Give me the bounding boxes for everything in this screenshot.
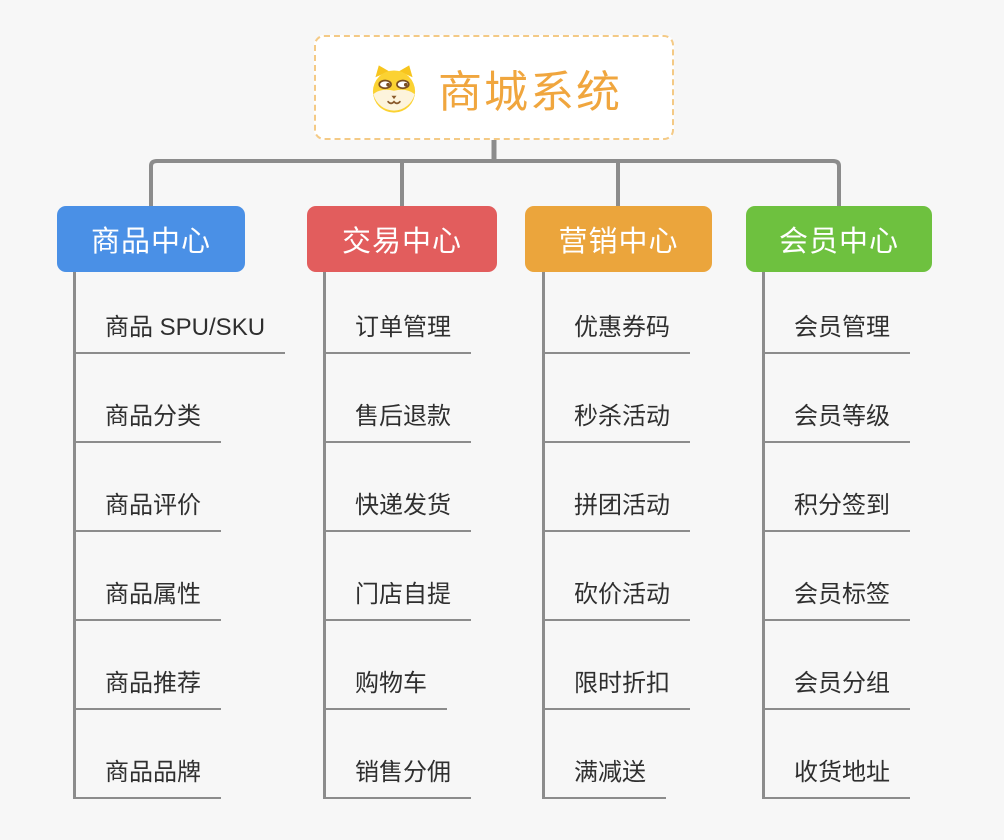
branch-node-marketing-center[interactable]: 营销中心 — [525, 206, 712, 272]
branch-label: 营销中心 — [558, 226, 679, 258]
child-node[interactable]: 商品推荐 — [73, 663, 221, 710]
child-node[interactable]: 限时折扣 — [542, 663, 690, 710]
child-node[interactable]: 销售分佣 — [323, 752, 471, 799]
child-node[interactable]: 商品属性 — [73, 574, 221, 621]
child-node[interactable]: 商品 SPU/SKU — [73, 307, 286, 354]
branch-node-product-center[interactable]: 商品中心 — [57, 206, 245, 272]
child-node[interactable]: 会员标签 — [762, 574, 910, 621]
branch-children-member-center: 会员管理 会员等级 积分签到 会员标签 会员分组 收货地址 — [762, 272, 910, 799]
branch-label: 交易中心 — [341, 226, 462, 258]
child-node[interactable]: 会员分组 — [762, 663, 910, 710]
branch-bus-line — [149, 159, 841, 207]
branch-children-marketing-center: 优惠券码 秒杀活动 拼团活动 砍价活动 限时折扣 满减送 — [542, 272, 690, 799]
child-node[interactable]: 秒杀活动 — [542, 396, 690, 443]
child-node[interactable]: 购物车 — [323, 663, 447, 710]
branch-label: 商品中心 — [90, 226, 211, 258]
child-node[interactable]: 商品评价 — [73, 485, 221, 532]
branch-spine-line — [73, 272, 76, 799]
child-node[interactable]: 收货地址 — [762, 752, 910, 799]
child-node[interactable]: 商品分类 — [73, 396, 221, 443]
child-node[interactable]: 满减送 — [542, 752, 666, 799]
child-node[interactable]: 订单管理 — [323, 307, 471, 354]
child-node[interactable]: 快递发货 — [323, 485, 471, 532]
branch-spine-line — [762, 272, 765, 799]
branch-node-member-center[interactable]: 会员中心 — [746, 206, 932, 272]
child-node[interactable]: 拼团活动 — [542, 485, 690, 532]
child-node[interactable]: 积分签到 — [762, 485, 910, 532]
root-title: 商城系统 — [438, 67, 622, 117]
child-node[interactable]: 优惠券码 — [542, 307, 690, 354]
child-node[interactable]: 会员管理 — [762, 307, 910, 354]
child-node[interactable]: 售后退款 — [323, 396, 471, 443]
branch-spine-line — [542, 272, 545, 799]
branch-label: 会员中心 — [778, 226, 899, 258]
branch-node-trade-center[interactable]: 交易中心 — [307, 206, 497, 272]
child-node[interactable]: 门店自提 — [323, 574, 471, 621]
branch-children-product-center: 商品 SPU/SKU 商品分类 商品评价 商品属性 商品推荐 商品品牌 — [73, 272, 286, 799]
child-node[interactable]: 会员等级 — [762, 396, 910, 443]
branch-children-trade-center: 订单管理 售后退款 快递发货 门店自提 购物车 销售分佣 — [323, 272, 471, 799]
child-node[interactable]: 砍价活动 — [542, 574, 690, 621]
child-node[interactable]: 商品品牌 — [73, 752, 221, 799]
shiba-dog-icon — [372, 64, 416, 113]
branch-spine-line — [323, 272, 326, 799]
root-node[interactable]: 商城系统 — [314, 35, 674, 140]
